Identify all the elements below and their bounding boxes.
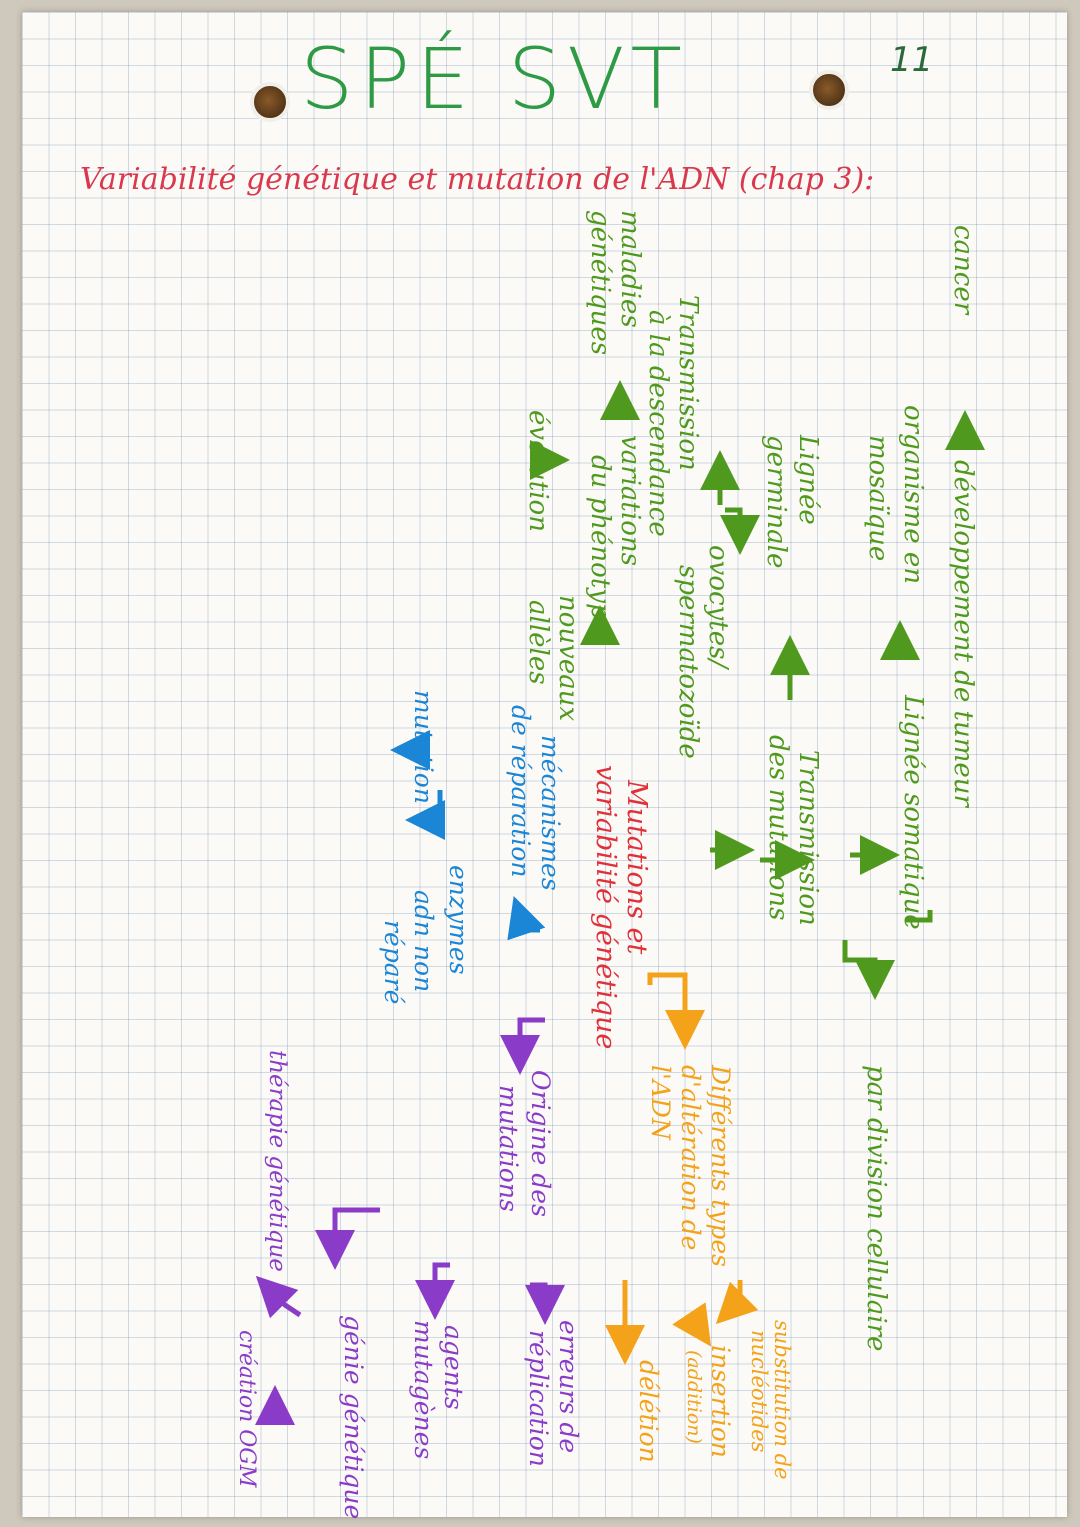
punch-hole-right	[809, 70, 849, 110]
label-tumor: développement de tumeur	[948, 460, 978, 809]
label-alleles-2: allèles	[523, 600, 553, 685]
label-origin-2: mutations	[494, 1085, 523, 1212]
arrow-to-engineering	[315, 1207, 380, 1270]
green-labels: cancer développement de tumeur organisme…	[523, 210, 978, 1351]
arrow-to-repair	[507, 896, 546, 941]
label-types-2: d'altération de	[676, 1065, 705, 1250]
label-gametes-2: spermatozoïde	[673, 565, 703, 759]
label-dna-2: réparé	[379, 920, 408, 1005]
arrow-to-division	[842, 940, 895, 1000]
label-transmission-desc-2: à la descendance	[643, 310, 673, 537]
label-repair-1: mécanismes	[536, 735, 565, 891]
label-repair-2: de réparation	[506, 705, 535, 877]
label-genetic-engineering: génie génétique	[339, 1315, 368, 1519]
label-germinal-2: germinale	[761, 435, 791, 568]
label-gene-therapy: thérapie génétique	[264, 1050, 290, 1272]
label-errors-2: réplication	[524, 1330, 553, 1467]
label-mutation: mutation	[409, 690, 438, 804]
label-insertion-2: (addition)	[683, 1350, 705, 1444]
page-title: SPÉ SVT	[300, 30, 688, 128]
arrow-to-origin	[500, 1017, 545, 1075]
label-variations-2: du phénotype	[585, 455, 615, 635]
label-diseases-1: maladies	[615, 210, 645, 328]
arrow-to-mutagens	[415, 1262, 455, 1320]
purple-labels: Origine des mutations erreurs de réplica…	[234, 1050, 583, 1519]
label-somatic: Lignée somatique	[898, 694, 928, 930]
label-mutagens-2: mutagènes	[409, 1320, 438, 1459]
bracket-tumor	[905, 910, 933, 923]
label-gametes-1: ovocytes/	[703, 545, 733, 670]
center-labels: Mutations et variabilité génétique	[590, 765, 652, 1049]
orange-arrows	[605, 972, 759, 1365]
arrow-to-insertion	[672, 1302, 712, 1347]
label-types-3: l'ADN	[646, 1065, 675, 1141]
label-insertion-1: insertion	[706, 1345, 735, 1458]
purple-arrows	[255, 1017, 565, 1425]
arrow-to-gene-therapy	[255, 1275, 302, 1319]
label-types-1: Différents types	[706, 1064, 735, 1267]
label-transmission-2: des mutations	[763, 735, 793, 921]
page-number: 11	[890, 40, 934, 80]
label-dna-1: adn non	[409, 890, 438, 992]
label-evolution: évolution	[523, 410, 553, 532]
label-mutagens-1: agents	[439, 1325, 468, 1410]
label-mosaic-1: organisme en	[898, 405, 928, 584]
arrow-to-types	[647, 972, 705, 1050]
chapter-heading: Variabilité génétique et mutation de l'A…	[80, 162, 875, 197]
green-arrows	[530, 380, 985, 1000]
punch-hole-left	[250, 82, 290, 122]
arrow-to-substitution	[715, 1280, 759, 1325]
label-origin-1: Origine des	[526, 1070, 555, 1217]
arrow-to-enzymes	[405, 790, 445, 840]
label-enzymes: enzymes	[444, 865, 473, 975]
blue-labels: mécanismes de réparation enzymes mutatio…	[379, 690, 565, 1005]
label-diseases-2: génétiques	[585, 210, 615, 355]
label-substitution-1: substitution de	[770, 1320, 794, 1480]
blue-arrows	[390, 730, 546, 941]
orange-labels: Différents types d'altération de l'ADN s…	[634, 1064, 794, 1480]
center-label-1: Mutations et	[621, 779, 652, 955]
label-cancer: cancer	[948, 225, 978, 316]
arrow-to-errors	[525, 1282, 565, 1325]
label-variations-1: variations	[615, 435, 645, 566]
notebook-sheet	[22, 12, 1067, 1517]
label-errors-1: erreurs de	[554, 1320, 583, 1453]
center-label-2: variabilité génétique	[590, 765, 621, 1049]
label-transmission-1: Transmission	[793, 750, 823, 926]
label-gmo: création OGM	[234, 1330, 259, 1488]
label-mosaic-2: mosaïque	[863, 435, 893, 561]
label-transmission-desc-1: Transmission	[673, 295, 703, 471]
label-germinal-1: Lignée	[793, 434, 823, 525]
arrow-to-gametes	[720, 507, 760, 555]
label-cell-division: par division cellulaire	[861, 1065, 891, 1351]
label-substitution-2: nucléotides	[747, 1330, 771, 1453]
label-deletion: délétion	[634, 1360, 663, 1463]
label-alleles-1: nouveaux	[553, 595, 583, 721]
